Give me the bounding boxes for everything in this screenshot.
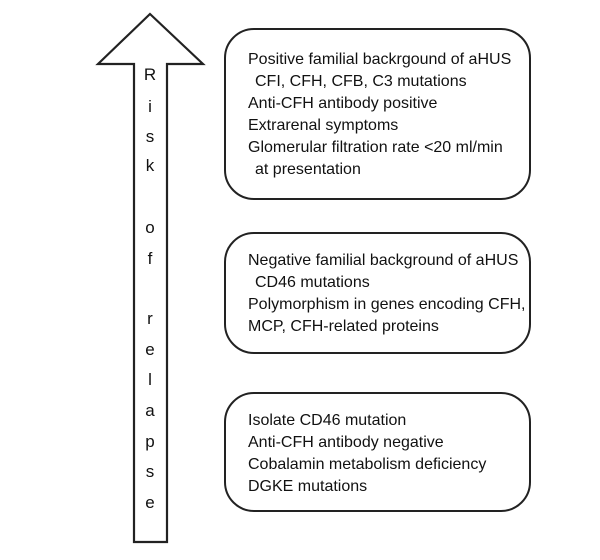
box-line: Positive familial backrgound of aHUS [248, 51, 512, 68]
axis-letter: i [148, 97, 152, 116]
box-line: CD46 mutations [255, 274, 370, 291]
axis-letter: s [145, 462, 155, 481]
axis-letter: o [145, 218, 155, 237]
axis-letter: s [145, 127, 155, 146]
box-line: Glomerular filtration rate <20 ml/min [248, 139, 503, 156]
axis-letter: R [143, 65, 157, 84]
low-risk-box: Isolate CD46 mutation Anti-CFH antibody … [224, 392, 531, 512]
axis-letter: e [145, 340, 155, 359]
box-line: Negative familial background of aHUS [248, 252, 519, 269]
moderate-risk-box: Negative familial background of aHUS CD4… [224, 232, 531, 354]
axis-letter: a [145, 401, 155, 420]
high-risk-box: Positive familial backrgound of aHUS CFI… [224, 28, 531, 200]
box-line: Anti-CFH antibody positive [248, 95, 438, 112]
box-line: Isolate CD46 mutation [248, 412, 407, 429]
box-line: CFI, CFH, CFB, C3 mutations [255, 73, 467, 90]
axis-letter: r [147, 309, 153, 328]
axis-letter: f [147, 249, 153, 268]
box-line: Cobalamin metabolism deficiency [248, 456, 487, 473]
box-line: MCP, CFH-related proteins [248, 318, 439, 335]
box-line: DGKE mutations [248, 478, 368, 495]
box-line: Extrarenal symptoms [248, 117, 399, 134]
axis-letter: p [145, 432, 155, 451]
box-line: at presentation [255, 161, 361, 178]
axis-letter: k [145, 156, 155, 175]
axis-letter: e [145, 493, 155, 512]
axis-letter: l [148, 370, 152, 389]
box-line: Anti-CFH antibody negative [248, 434, 444, 451]
box-line: Polymorphism in genes encoding CFH, [248, 296, 526, 313]
risk-arrow-shape [95, 12, 206, 544]
